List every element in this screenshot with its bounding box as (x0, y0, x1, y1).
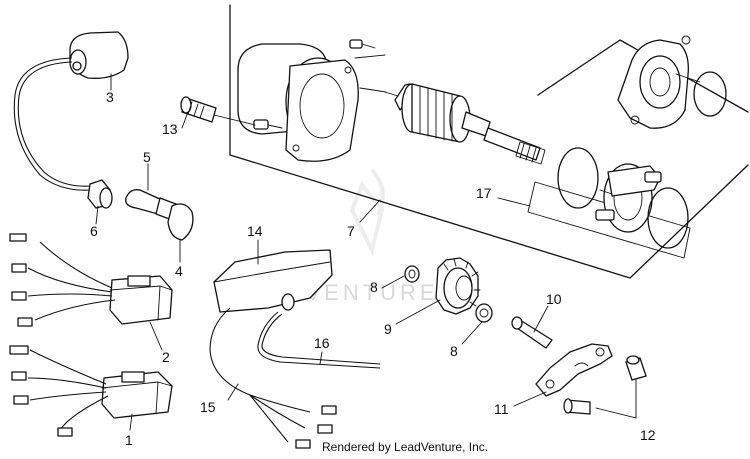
callout-10: 10 (546, 291, 562, 307)
callout-17: 17 (476, 185, 492, 201)
housing-screw-top (349, 39, 386, 59)
spark-plug (125, 189, 194, 241)
callout-13: 13 (162, 121, 178, 137)
washer-lower (475, 303, 493, 323)
callout-labels: 3 6 5 4 2 1 7 8 9 8 10 11 12 13 14 15 16… (90, 89, 656, 448)
brush-holder-assembly (527, 147, 691, 259)
ignition-coil (13, 31, 129, 191)
plate (535, 343, 613, 397)
armature (359, 83, 546, 165)
watermark-logo (349, 168, 385, 256)
starter-relay (209, 249, 381, 449)
callout-9: 9 (384, 321, 392, 337)
end-cover (617, 35, 701, 129)
callout-2: 2 (162, 349, 170, 365)
callout-7: 7 (347, 223, 355, 239)
cdi-unit-upper (9, 233, 173, 327)
callout-14: 14 (247, 223, 263, 239)
leader-lines (95, 73, 637, 431)
starter-gear (435, 257, 481, 315)
callout-15: 15 (200, 399, 216, 415)
callout-8-lower: 8 (450, 343, 458, 359)
callout-4: 4 (175, 263, 183, 279)
callout-1: 1 (125, 432, 133, 448)
callout-5: 5 (143, 149, 151, 165)
callout-6: 6 (90, 223, 98, 239)
callout-11: 11 (494, 401, 509, 417)
callout-12: 12 (640, 427, 656, 443)
starter-assembly-frame (229, 4, 749, 279)
cdi-unit-lower (9, 345, 173, 437)
spark-plug-cap (87, 179, 113, 209)
housing-screw-side (253, 119, 283, 130)
washer-upper (404, 265, 420, 283)
shaft (511, 316, 553, 349)
bolt-12-lower (563, 398, 591, 415)
callout-3: 3 (106, 89, 114, 105)
starter-motor-housing (237, 43, 359, 162)
render-credit: Rendered by LeadVenture, Inc. (322, 440, 489, 454)
bolt-13 (180, 96, 256, 126)
o-ring-end-cover (693, 71, 727, 117)
bolt-12-upper (625, 355, 647, 381)
callout-16: 16 (314, 335, 330, 351)
callout-8-upper: 8 (370, 279, 378, 295)
